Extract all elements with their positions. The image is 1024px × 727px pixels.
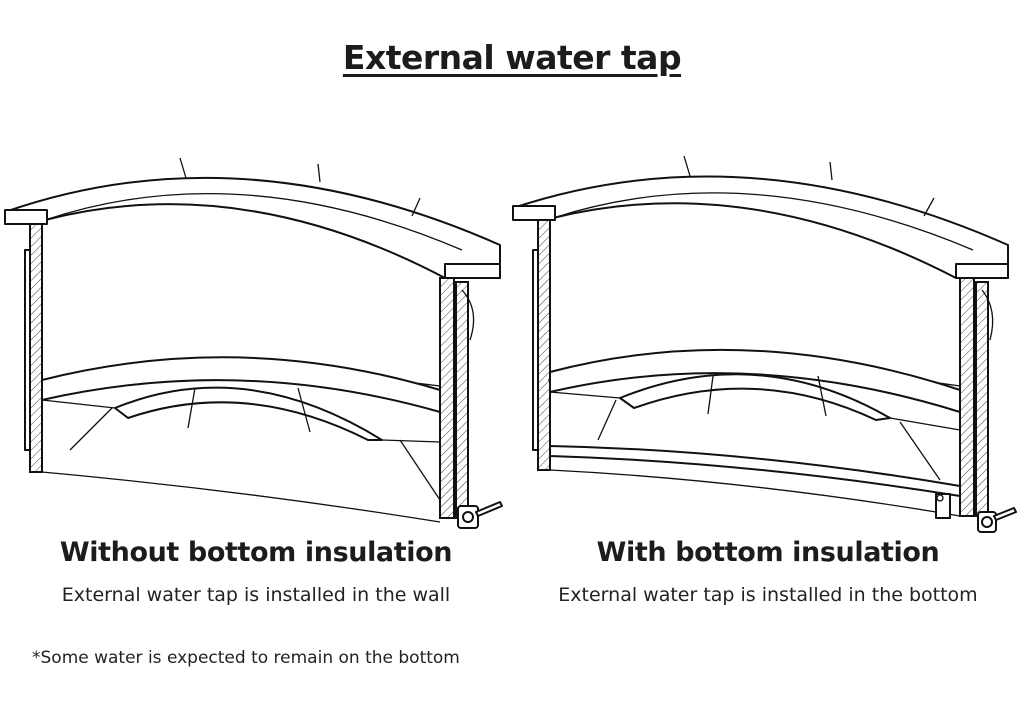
tub-cutaway-illustration <box>512 155 1017 533</box>
diagram-without-insulation <box>0 150 512 540</box>
footnote: *Some water is expected to remain on the… <box>32 648 460 668</box>
water-tap-icon <box>457 501 503 529</box>
diagram-with-insulation <box>508 150 1020 540</box>
page-title: External water tap <box>342 38 682 77</box>
tub-cutaway-illustration <box>4 157 503 529</box>
panel-caption: External water tap is installed in the b… <box>558 584 978 606</box>
water-tap-icon <box>977 507 1017 533</box>
panel-heading: With bottom insulation <box>596 537 940 568</box>
panel-caption: External water tap is installed in the w… <box>61 584 451 606</box>
panel-heading: Without bottom insulation <box>59 537 453 568</box>
